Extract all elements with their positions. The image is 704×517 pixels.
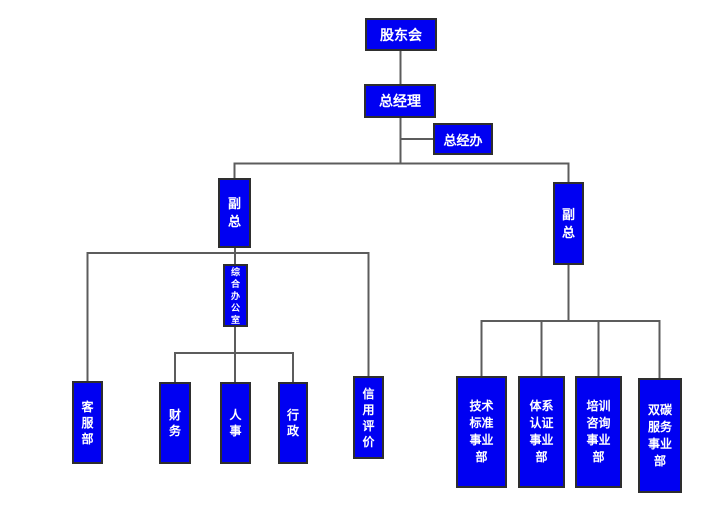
org-node-hr-label: 人 事 — [229, 408, 242, 438]
org-node-system-certification-label: 体系 认证 事业 部 — [529, 399, 554, 464]
org-node-hr: 人 事 — [220, 382, 251, 464]
org-node-customer-service-label: 客 服 部 — [81, 399, 94, 446]
org-node-training-consulting: 培训 咨询 事业 部 — [575, 376, 622, 488]
org-node-tech-standards-label: 技术 标准 事业 部 — [469, 399, 494, 464]
org-node-dual-carbon-services: 双碳 服务 事业 部 — [638, 378, 682, 493]
org-node-training-consulting-label: 培训 咨询 事业 部 — [586, 399, 611, 464]
org-node-general-office-label: 综 合 办 公 室 — [230, 266, 240, 325]
org-node-gm-office-label: 总经办 — [443, 132, 483, 148]
org-node-customer-service: 客 服 部 — [72, 381, 103, 464]
org-node-system-certification: 体系 认证 事业 部 — [518, 376, 565, 488]
org-node-deputy-gm-right-label: 副 总 — [561, 206, 575, 240]
org-node-deputy-gm-left: 副 总 — [218, 178, 251, 248]
org-node-finance-label: 财 务 — [168, 408, 181, 438]
org-node-deputy-gm-right: 副 总 — [553, 182, 584, 265]
org-node-shareholders: 股东会 — [365, 18, 437, 51]
org-node-deputy-gm-left-label: 副 总 — [227, 196, 241, 229]
org-node-credit-rating-label: 信 用 评 价 — [362, 386, 375, 449]
org-node-finance: 财 务 — [159, 382, 191, 464]
org-node-tech-standards: 技术 标准 事业 部 — [456, 376, 507, 488]
org-node-dual-carbon-services-label: 双碳 服务 事业 部 — [647, 402, 672, 468]
org-node-gm-office: 总经办 — [433, 123, 493, 155]
org-node-admin: 行 政 — [278, 382, 308, 464]
org-node-credit-rating: 信 用 评 价 — [353, 376, 384, 459]
org-node-general-manager: 总经理 — [364, 84, 436, 118]
org-node-general-office: 综 合 办 公 室 — [223, 264, 248, 327]
org-node-admin-label: 行 政 — [286, 408, 299, 438]
org-node-shareholders-label: 股东会 — [380, 26, 422, 43]
org-node-general-manager-label: 总经理 — [379, 93, 421, 109]
